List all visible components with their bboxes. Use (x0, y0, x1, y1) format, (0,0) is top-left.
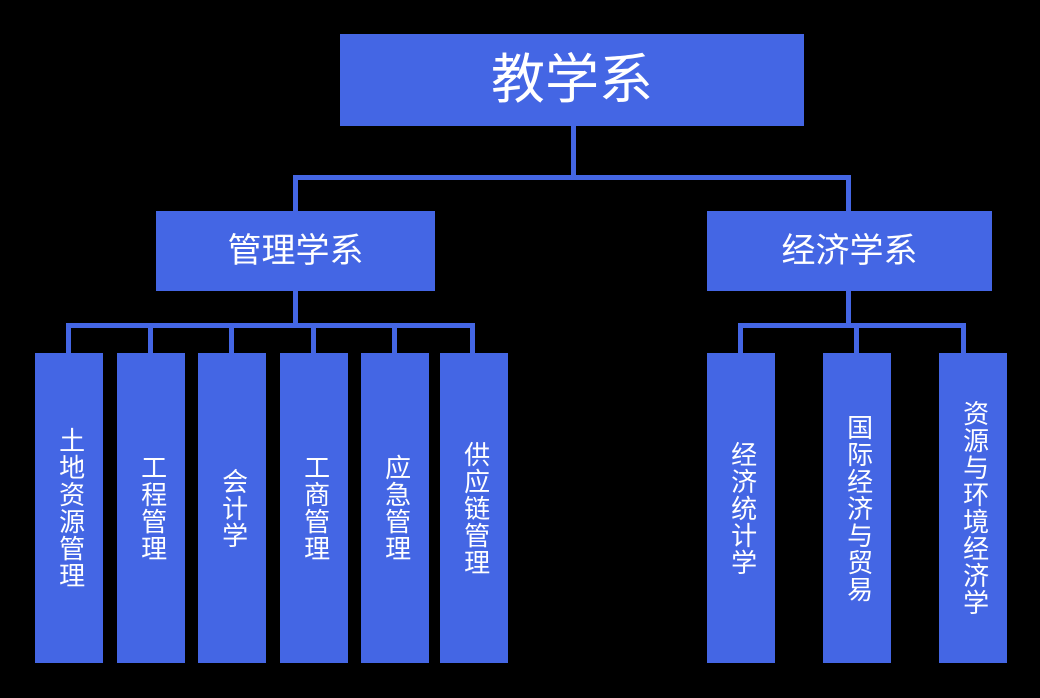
node-major-label: 经济统计学 (726, 440, 757, 576)
node-major-resource-and-environmental-economics[interactable]: 资源与环境经济学 (939, 353, 1007, 663)
connector-drop-leaf-1-1 (854, 323, 859, 355)
connector-root-bus (293, 175, 851, 180)
connector-dept-0-stem (293, 291, 298, 325)
node-major-international-economics-and-trade[interactable]: 国际经济与贸易 (823, 353, 891, 663)
connector-drop-leaf-0-5 (470, 323, 475, 355)
node-department-economics-label: 经济学系 (781, 230, 918, 271)
connector-root-stem (571, 126, 576, 177)
node-major-emergency-management[interactable]: 应急管理 (361, 353, 429, 663)
connector-drop-leaf-0-2 (229, 323, 234, 355)
node-major-label: 会计学 (217, 467, 248, 549)
node-major-label: 资源与环境经济学 (958, 400, 989, 616)
connector-dept-0-bus (66, 323, 475, 328)
connector-drop-leaf-0-1 (148, 323, 153, 355)
node-department-management[interactable]: 管理学系 (156, 211, 435, 291)
node-major-engineering-management[interactable]: 工程管理 (117, 353, 185, 663)
connector-drop-leaf-1-0 (738, 323, 743, 355)
node-major-accounting[interactable]: 会计学 (198, 353, 266, 663)
connector-drop-dept-1 (846, 175, 851, 213)
node-major-label: 供应链管理 (459, 440, 490, 576)
node-major-label: 工程管理 (136, 454, 167, 562)
node-major-supply-chain-management[interactable]: 供应链管理 (440, 353, 508, 663)
connector-dept-1-stem (846, 291, 851, 325)
node-root[interactable]: 教学系 (340, 34, 804, 126)
node-department-management-label: 管理学系 (227, 230, 364, 271)
node-major-label: 土地资源管理 (54, 427, 85, 589)
node-major-business-administration[interactable]: 工商管理 (280, 353, 348, 663)
connector-drop-leaf-0-3 (311, 323, 316, 355)
node-major-label: 工商管理 (299, 454, 330, 562)
connector-drop-leaf-1-2 (961, 323, 966, 355)
node-root-label: 教学系 (491, 47, 653, 111)
connector-drop-dept-0 (293, 175, 298, 213)
node-major-label: 国际经济与贸易 (842, 413, 873, 603)
node-department-economics[interactable]: 经济学系 (707, 211, 992, 291)
connector-drop-leaf-0-0 (66, 323, 71, 355)
connector-drop-leaf-0-4 (392, 323, 397, 355)
node-major-label: 应急管理 (380, 454, 411, 562)
node-major-land-resource-management[interactable]: 土地资源管理 (35, 353, 103, 663)
node-major-economic-statistics[interactable]: 经济统计学 (707, 353, 775, 663)
connector-dept-1-bus (738, 323, 966, 328)
